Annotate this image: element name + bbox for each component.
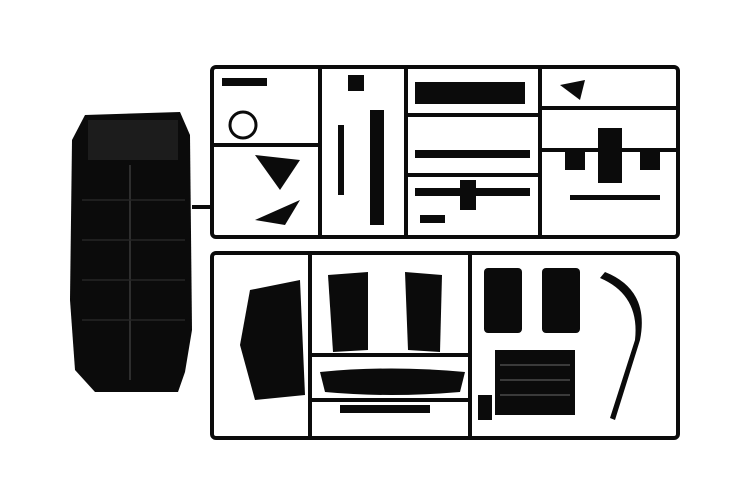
car-chassis — [70, 112, 210, 392]
lower-sprue — [210, 251, 680, 440]
upper-sprue-parts — [222, 75, 660, 225]
lower-sprue-parts — [240, 268, 642, 420]
